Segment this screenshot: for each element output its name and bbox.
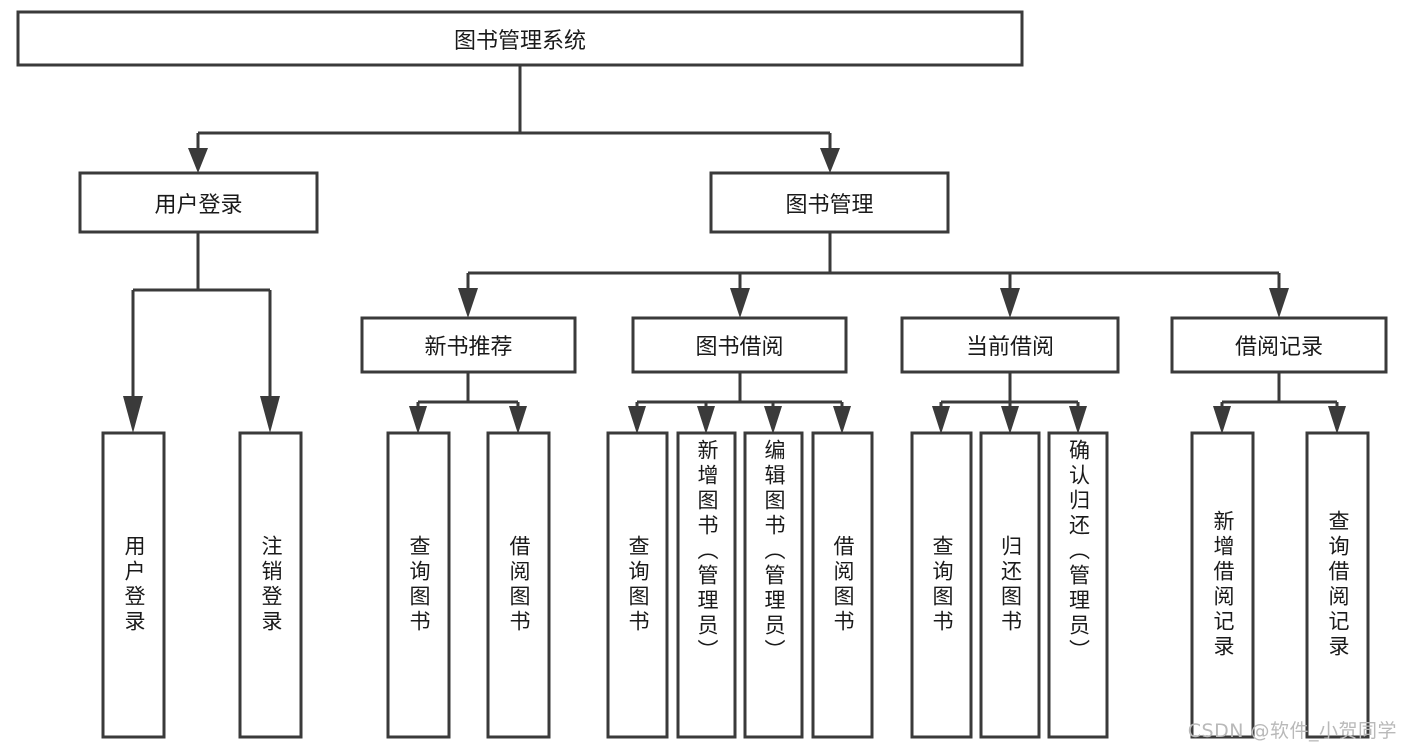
arrowhead-borrow-leaf-2 [764,406,782,434]
leaf-box-book-borrow-2[interactable] [743,431,804,739]
leaf-box-book-borrow-1[interactable] [676,431,737,739]
node-book-management[interactable] [709,171,950,234]
leaf-box-user-login-0[interactable] [101,431,166,739]
node-current-borrow[interactable] [900,316,1120,374]
leaf-box-current-borrow-2[interactable] [1047,431,1109,739]
arrowhead-current-leaf-1 [1001,406,1019,434]
arrowhead-record-leaf-0 [1213,406,1231,434]
arrowhead-l2-0 [458,288,478,318]
leaf-box-new-book-1[interactable] [486,431,551,739]
node-box-group [16,10,1388,739]
leaf-box-new-book-0[interactable] [386,431,451,739]
arrowhead-borrow-leaf-0 [628,406,646,434]
arrowhead-book-mgmt [820,148,840,173]
leaf-box-current-borrow-1[interactable] [979,431,1041,739]
arrowhead-current-leaf-0 [932,406,950,434]
arrowhead-l2-2 [1000,288,1020,318]
arrowhead-l2-3 [1269,288,1289,318]
arrowhead-l2-1 [730,288,750,318]
node-book-borrow[interactable] [631,316,848,374]
arrowhead-newbook-leaf-0 [409,406,427,434]
leaf-box-current-borrow-0[interactable] [910,431,973,739]
leaf-box-book-borrow-3[interactable] [811,431,874,739]
leaf-box-borrow-record-0[interactable] [1190,431,1255,739]
arrowhead-borrow-leaf-3 [833,406,851,434]
arrowhead-userlogin-leaf-0 [123,396,143,433]
arrowhead-group [123,148,1346,434]
csdn-watermark: CSDN @软件_小贺同学 [1187,720,1397,742]
node-new-book-recommend[interactable] [360,316,577,374]
leaf-box-book-borrow-0[interactable] [606,431,669,739]
arrowhead-userlogin-leaf-1 [260,396,280,433]
arrowhead-newbook-leaf-1 [509,406,527,434]
node-user-login[interactable] [78,171,319,234]
leaf-box-borrow-record-1[interactable] [1305,431,1370,739]
node-borrow-record[interactable] [1170,316,1388,374]
arrowhead-record-leaf-1 [1328,406,1346,434]
leaf-box-user-login-1[interactable] [238,431,303,739]
arrowhead-borrow-leaf-1 [697,406,715,434]
node-root[interactable] [16,10,1024,67]
arrowhead-current-leaf-2 [1069,406,1087,434]
arrowhead-user-login [188,148,208,173]
